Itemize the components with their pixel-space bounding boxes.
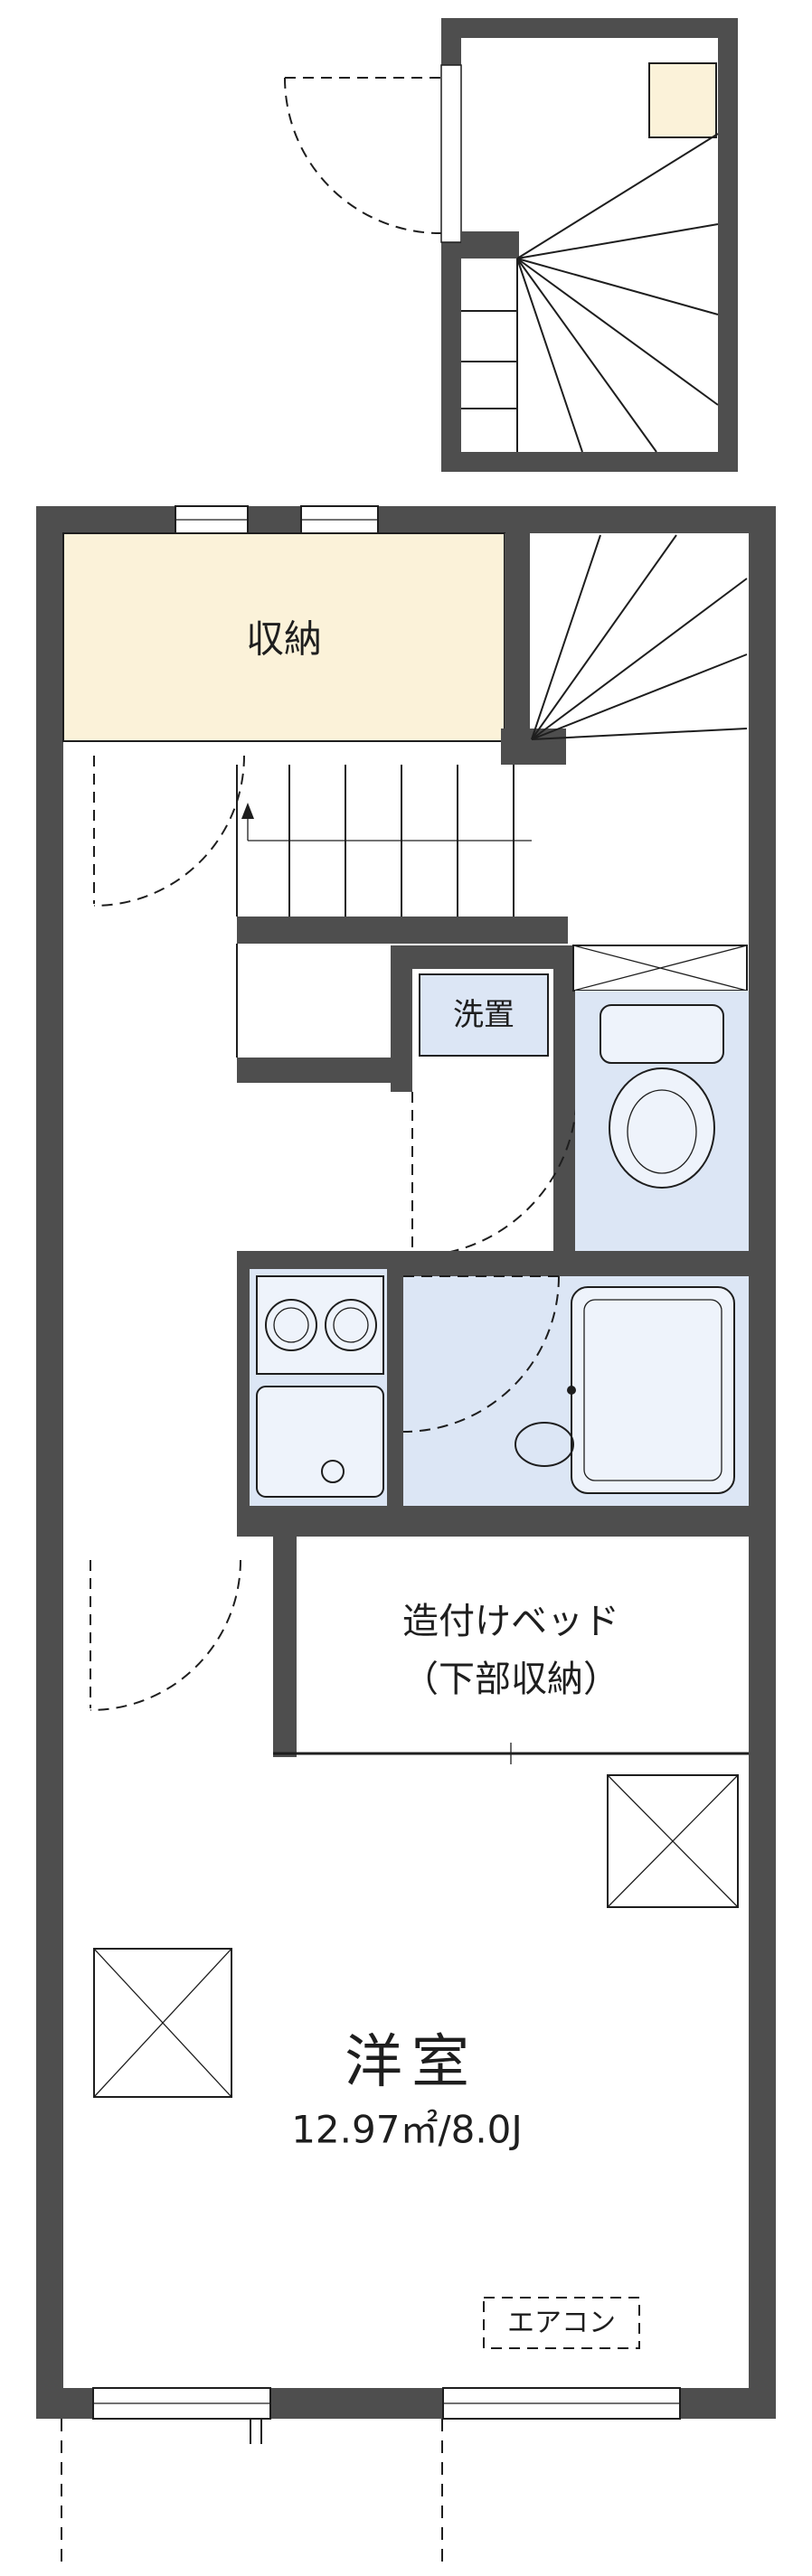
bathroom [391,1251,749,1506]
stove [256,1275,384,1375]
western-room-area-label: 12.97㎡/8.0J [291,2108,523,2152]
upper-stair-stub-wall [461,231,519,259]
window-top-left [175,505,249,534]
upper-block-wall-bottom [441,452,738,472]
washroom: 洗置 [391,945,578,1264]
laundry-pan: 洗置 [419,973,549,1057]
bed-label-line1: 造付けベッド [402,1601,619,1642]
upper-block-wall-right [718,18,738,472]
aircon-label: エアコン [507,2308,616,2339]
laundry-label: 洗置 [453,997,515,1033]
sink-drain [321,1460,345,1483]
toilet-fixture [600,1004,724,1189]
exterior-wall-left [36,506,63,2419]
closet-room: 収納 [62,532,505,742]
closet-stair-wall [505,533,530,729]
upper-stair-block [284,18,738,472]
kitchen-bath-divider [387,1251,403,1506]
upper-block-door-swing [284,77,442,235]
washroom-top-wall [391,945,573,969]
site-boundary-lines [61,2419,443,2569]
hall-stub-wall [237,1058,391,1083]
stair-void-box [607,1774,739,1908]
bed-area-door-swing [90,1559,241,1711]
upper-block-wall-left-top [441,18,461,65]
bathroom-door-swing [402,1275,560,1433]
western-room: 洋室 12.97㎡/8.0J エアコン [93,1774,739,2349]
built-in-bed-area: 造付けベッド （下部収納） [90,1506,749,1764]
toilet-window [572,945,748,992]
washroom-toilet-divider [553,945,575,1264]
stair-direction-line [241,803,532,841]
closet-floor [62,532,505,742]
window-top-right [300,505,379,534]
bed-label-line2: （下部収納） [402,1659,619,1700]
western-room-label: 洋室 [345,2029,478,2096]
stove-burner-right [325,1299,377,1351]
exterior-wall-right [749,506,776,2419]
stove-burner-left [265,1299,317,1351]
kitchen-sink [256,1386,384,1498]
kitchen-left-wall [237,1251,250,1506]
bathtub-faucet-dot [567,1386,576,1395]
bed-left-wall [273,1537,297,1757]
main-staircase [236,534,748,944]
kitchen [237,1251,403,1506]
washroom-left-wall [391,945,412,1092]
closet-cross-box [93,1948,232,2098]
upper-stair-treads [461,133,719,453]
closet-label: 収納 [246,617,322,662]
upper-block-door-opening [440,64,462,243]
exterior-wall-top [36,506,776,533]
aircon-box: エアコン [483,2297,640,2349]
bathroom-top-wall [391,1251,749,1276]
bathtub [567,1286,735,1494]
upper-block-wall-top [441,18,738,38]
bath-drain [515,1422,574,1467]
upper-landing-shelf [648,62,717,138]
stair-bottom-wall [237,917,568,944]
bed-top-wall [237,1506,749,1537]
hall-closet-door-swing [93,755,245,907]
washroom-door-swing [411,1091,578,1257]
window-bottom-left [92,2387,271,2420]
upper-block-wall-left-bottom [441,242,461,472]
kitchen-top-wall [237,1251,391,1269]
stair-winder-treads [531,534,748,740]
toilet-room [572,945,749,1264]
window-bottom-right [442,2387,681,2420]
main-unit: 収納 [36,505,776,2569]
